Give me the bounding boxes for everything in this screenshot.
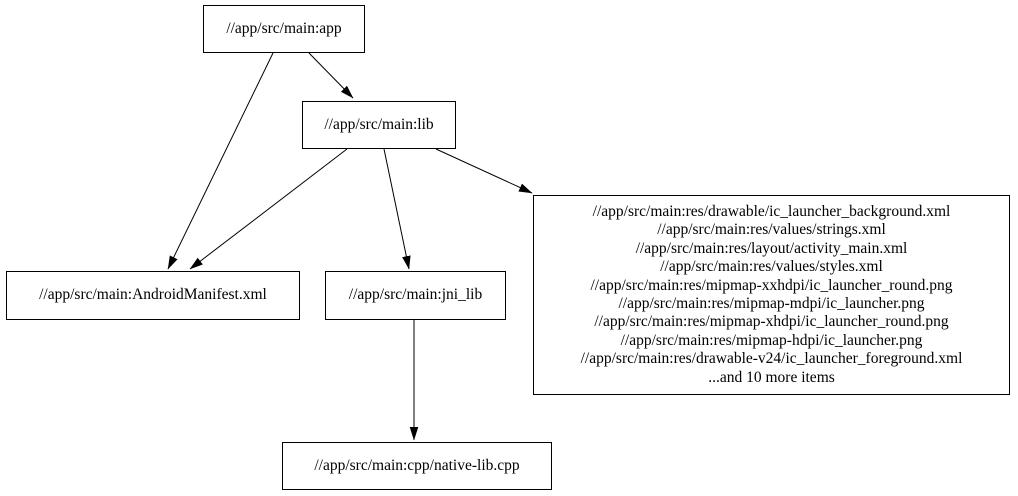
node-res-file-group: //app/src/main:res/drawable/ic_launcher_… bbox=[533, 195, 1010, 395]
edge-lib-to-jni bbox=[383, 148, 411, 270]
node-cpp-native-lib: //app/src/main:cpp/native-lib.cpp bbox=[282, 442, 552, 490]
res-file-line: //app/src/main:res/values/styles.xml bbox=[660, 258, 883, 276]
node-jni-lib-label: //app/src/main:jni_lib bbox=[348, 286, 483, 304]
edge-app-to-manifest bbox=[167, 52, 274, 270]
res-file-line: //app/src/main:res/values/strings.xml bbox=[657, 221, 886, 239]
res-file-line: //app/src/main:res/mipmap-xhdpi/ic_launc… bbox=[594, 313, 949, 331]
edge-app-to-lib bbox=[308, 52, 354, 99]
node-android-manifest: //app/src/main:AndroidManifest.xml bbox=[6, 271, 300, 320]
node-jni-lib: //app/src/main:jni_lib bbox=[325, 271, 506, 320]
res-file-line: //app/src/main:res/mipmap-mdpi/ic_launch… bbox=[618, 295, 925, 312]
res-file-line: //app/src/main:res/drawable-v24/ic_launc… bbox=[580, 350, 963, 368]
edge-lib-to-manifest bbox=[189, 148, 348, 270]
node-cpp-native-lib-label: //app/src/main:cpp/native-lib.cpp bbox=[314, 456, 520, 474]
node-app: //app/src/main:app bbox=[203, 5, 365, 53]
node-app-label: //app/src/main:app bbox=[226, 19, 342, 37]
res-file-line: //app/src/main:res/mipmap-xxhdpi/ic_laun… bbox=[590, 276, 953, 294]
res-file-line: //app/src/main:res/drawable/ic_launcher_… bbox=[592, 202, 951, 220]
res-file-line-more: ...and 10 more items bbox=[708, 368, 835, 386]
edge-lib-to-res bbox=[435, 148, 533, 194]
node-android-manifest-label: //app/src/main:AndroidManifest.xml bbox=[39, 286, 267, 304]
node-lib: //app/src/main:lib bbox=[302, 101, 456, 149]
res-file-line: //app/src/main:res/mipmap-hdpi/ic_launch… bbox=[620, 331, 923, 349]
res-file-line: //app/src/main:res/layout/activity_main.… bbox=[635, 239, 908, 257]
node-lib-label: //app/src/main:lib bbox=[324, 115, 434, 133]
